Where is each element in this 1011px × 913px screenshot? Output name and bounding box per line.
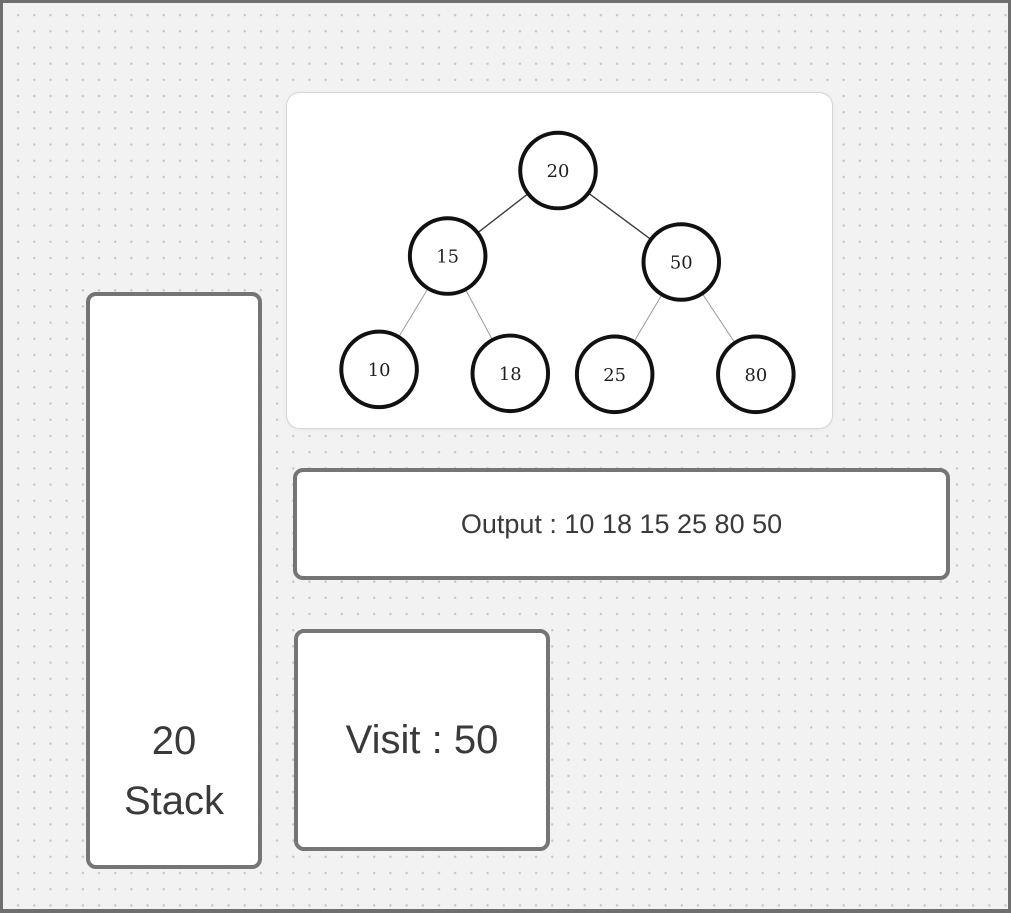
tree-node-circle (470, 333, 551, 414)
tree-node-label: 25 (603, 365, 626, 386)
tree-node-label: 80 (744, 365, 767, 386)
tree-node-label: 18 (499, 364, 522, 385)
stack-items: 20 (152, 711, 197, 771)
tree-node-25: 25 (574, 334, 655, 415)
tree-node-18: 18 (470, 333, 551, 414)
output-text: Output : 10 18 15 25 80 50 (460, 508, 783, 539)
stack-label: Stack (123, 779, 225, 823)
tree-node-label: 20 (547, 161, 570, 182)
tree-node-10: 10 (339, 329, 419, 410)
tree-node-20: 20 (518, 130, 598, 211)
binary-tree-diagram: 20 15 50 10 18 25 80 (339, 130, 796, 415)
tree-node-label: 10 (368, 360, 391, 381)
tree-node-15: 15 (407, 216, 488, 296)
visit-text: Visit : 50 (345, 717, 499, 762)
visit-box: Visit : 50 (294, 629, 550, 851)
tree-node-circle (339, 329, 419, 410)
tree-panel: 20 15 50 10 18 25 80 (286, 92, 833, 429)
tree-node-circle (574, 334, 655, 415)
tree-node-circle (518, 130, 598, 211)
tree-node-50: 50 (641, 222, 722, 302)
tree-node-circle (407, 216, 488, 296)
tree-node-circle (641, 222, 722, 302)
stack-item: 20 (151, 719, 197, 763)
tree-node-label: 50 (670, 252, 693, 273)
stack-box: 20 Stack (86, 292, 262, 869)
tree-node-80: 80 (716, 334, 796, 415)
tree-node-label: 15 (436, 247, 459, 268)
output-box: Output : 10 18 15 25 80 50 (293, 468, 950, 580)
tree-node-circle (716, 334, 796, 415)
